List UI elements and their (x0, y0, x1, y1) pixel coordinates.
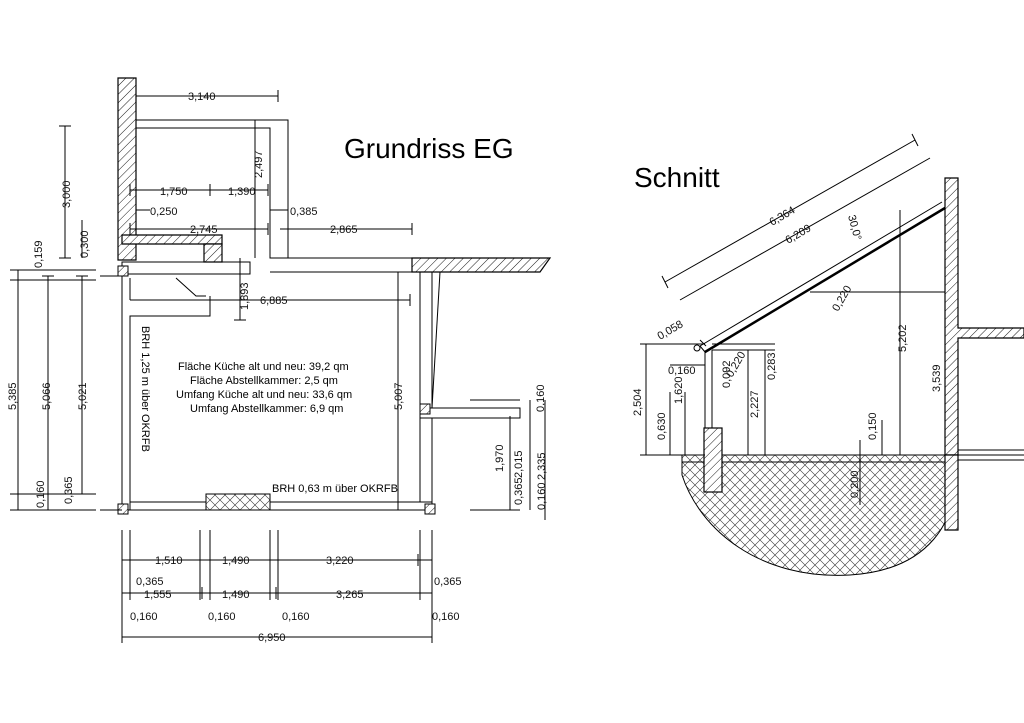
note-area-kitchen: Fläche Küche alt und neu: 39,2 qm (178, 361, 349, 373)
sdim-0283: 0,283 (766, 352, 778, 380)
dim-2865: 2,865 (330, 224, 358, 236)
dim-0160-b4: 0,160 (432, 611, 460, 623)
dim-0385: 0,385 (290, 206, 318, 218)
dim-1555: 1,555 (144, 589, 172, 601)
sdim-6209: 6,209 (784, 222, 814, 246)
brh-bottom-note: BRH 0,63 m über OKRFB (272, 483, 398, 495)
dim-5385: 5,385 (7, 382, 19, 410)
sdim-0630: 0,630 (656, 412, 668, 440)
section-dimension-lines (640, 133, 946, 505)
note-area-storage: Fläche Abstellkammer: 2,5 qm (190, 375, 338, 387)
dim-0160-b2: 0,160 (208, 611, 236, 623)
dim-0160-b1: 0,160 (130, 611, 158, 623)
dim-5021: 5,021 (77, 382, 89, 410)
dim-0160-right-bottom: 0,160 (536, 482, 548, 510)
plan-walls (100, 77, 552, 515)
dim-1750: 1,750 (160, 186, 188, 198)
sdim-0058: 0,058 (656, 318, 686, 342)
ground-fill (681, 454, 956, 576)
dim-0160-b3: 0,160 (282, 611, 310, 623)
sdim-angle-30: 30,0° (845, 214, 863, 242)
section-title: Schnitt (634, 162, 720, 193)
sdim-0220-roof: 0,220 (830, 284, 854, 314)
plan-dimension-labels: 3,140 2,497 3,000 1,750 1,390 0,250 0,38… (7, 91, 548, 644)
dim-1893: 1,893 (239, 282, 251, 310)
sdim-0160: 0,160 (668, 365, 696, 377)
dim-0365-right: 0,365 (513, 477, 525, 505)
dim-0365-bottom-right: 0,365 (434, 576, 462, 588)
dim-2745: 2,745 (190, 224, 218, 236)
roof-line (704, 206, 946, 354)
dim-1510: 1,510 (155, 555, 183, 567)
floor-plan: Grundriss EG (7, 77, 552, 644)
sdim-2504: 2,504 (632, 388, 644, 416)
section-dimension-labels: 6,364 6,209 30,0° 0,220 0,058 0,220 0,16… (632, 204, 943, 498)
dim-3220: 3,220 (326, 555, 354, 567)
brh-left-note: BRH 1,25 m über OKRFB (139, 326, 151, 452)
dim-0160-right: 0,160 (535, 384, 547, 412)
sdim-5202: 5,202 (897, 324, 909, 352)
dim-0159: 0,159 (33, 240, 45, 268)
dim-0365-bottom-left: 0,365 (136, 576, 164, 588)
section-house-wall (944, 177, 1024, 456)
dim-2015: 2,015 (513, 450, 525, 478)
dim-1490-b: 1,490 (222, 589, 250, 601)
sdim-2227: 2,227 (749, 390, 761, 418)
sdim-0200: 0,200 (849, 470, 861, 498)
dim-0300: 0,300 (79, 230, 91, 258)
dim-0365-left: 0,365 (63, 476, 75, 504)
dim-3265: 3,265 (336, 589, 364, 601)
dim-2497: 2,497 (253, 150, 265, 178)
note-perimeter-storage: Umfang Abstellkammer: 6,9 qm (190, 403, 343, 415)
plan-title: Grundriss EG (344, 133, 514, 164)
sdim-0150: 0,150 (867, 412, 879, 440)
sdim-3539: 3,539 (931, 364, 943, 392)
sdim-0092: 0,092 (721, 360, 733, 388)
dim-1390: 1,390 (228, 186, 256, 198)
dim-1970: 1,970 (494, 444, 506, 472)
dim-6950: 6,950 (258, 632, 286, 644)
sdim-1620: 1,620 (673, 376, 685, 404)
section-drawing: Schnitt 6,364 6 (632, 133, 1024, 576)
dim-0250: 0,250 (150, 206, 178, 218)
dim-5007: 5,007 (393, 382, 405, 410)
dim-3140: 3,140 (188, 91, 216, 103)
plan-notes: Fläche Küche alt und neu: 39,2 qm Fläche… (139, 326, 398, 495)
sdim-6364: 6,364 (768, 204, 798, 228)
dim-2335: 2,335 (536, 452, 548, 480)
note-perimeter-kitchen: Umfang Küche alt und neu: 33,6 qm (176, 389, 352, 401)
plan-dimension-lines (10, 90, 546, 643)
dim-6885: 6,885 (260, 295, 288, 307)
dim-1490-a: 1,490 (222, 555, 250, 567)
dim-3000: 3,000 (61, 180, 73, 208)
dim-5066: 5,066 (41, 382, 53, 410)
dim-0160-left: 0,160 (35, 480, 47, 508)
